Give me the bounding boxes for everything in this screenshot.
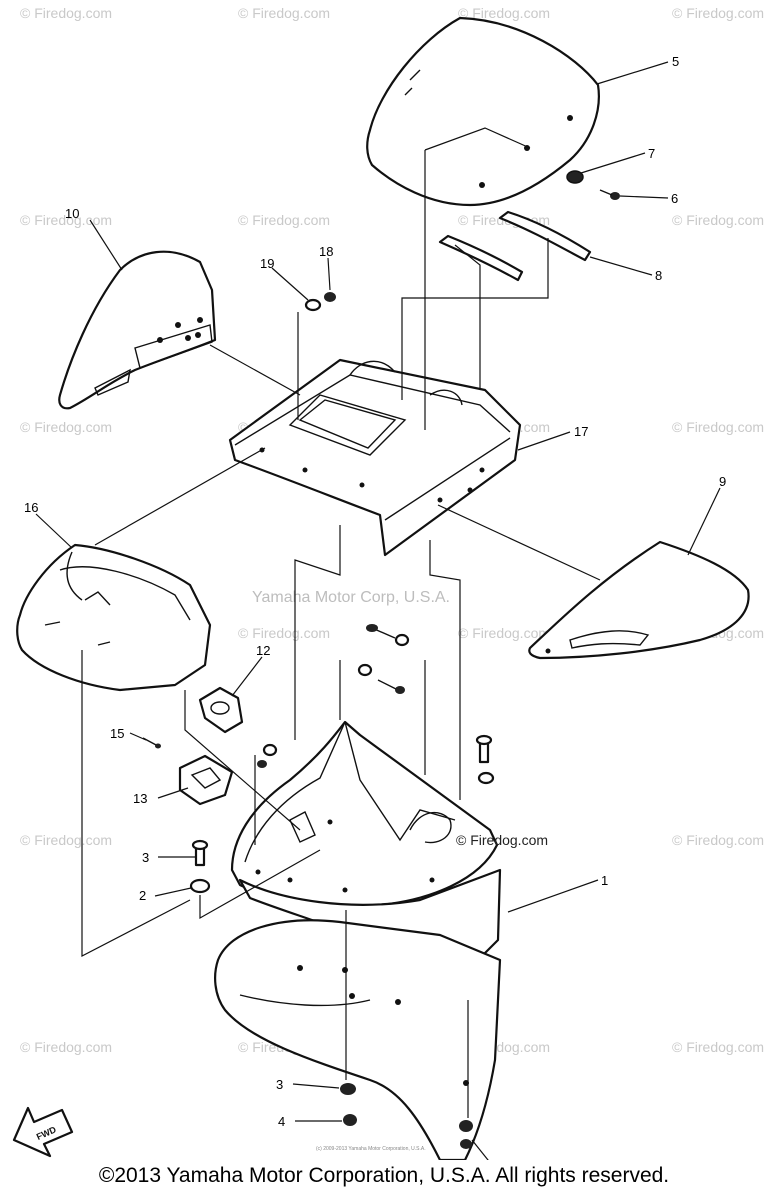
watermark: © Firedog.com [238,5,330,21]
part-2-washer [189,878,211,894]
part-12-bezel [198,686,244,734]
watermark: © Firedog.com [20,5,112,21]
part-9-right-cover [528,540,750,660]
callout-5: 5 [672,54,679,69]
watermark-inline: © Firedog.com [456,832,548,848]
part-18-nut [324,292,336,302]
callout-4: 4 [278,1114,285,1129]
callout-2: 2 [139,888,146,903]
callout-12: 12 [256,643,270,658]
forward-direction-arrow: FWD [12,1106,74,1158]
callout-15: 15 [110,726,124,741]
watermark: © Firedog.com [458,5,550,21]
lower-base-plate [214,919,502,1160]
callout-leaders [35,61,721,1160]
callout-18: 18 [319,244,333,259]
watermark: © Firedog.com [672,5,764,21]
callout-3-lower: 3 [276,1077,283,1092]
watermark: © Firedog.com [672,212,764,228]
part-19-washer [304,298,322,312]
assembly-guide-lines [81,127,601,1118]
callout-6: 6 [671,191,678,206]
part-5-top-cover [366,16,600,207]
part-6-screw [599,189,620,200]
callout-labels: 1 2 3 3 4 5 6 7 8 9 10 12 13 15 16 17 18… [24,54,726,1129]
watermark: © Firedog.com [458,625,550,641]
part-7-grommet [566,170,584,184]
watermark: © Firedog.com [238,212,330,228]
watermark: © Firedog.com [238,625,330,641]
part-3-washer-bottom [340,1083,356,1095]
watermark: © Firedog.com [672,1039,764,1055]
fine-print: (c) 2009-2013 Yamaha Motor Corporation, … [316,1146,426,1152]
part-17-deck-housing [228,358,522,557]
copyright-notice: ©2013 Yamaha Motor Corporation, U.S.A. A… [98,1164,670,1187]
part-4-nut-bottom [343,1114,473,1149]
part-3-bolt [191,839,209,867]
part-16-front-cover [16,543,212,692]
callout-16: 16 [24,500,38,515]
callout-17: 17 [574,424,588,439]
callout-9: 9 [719,474,726,489]
callout-3: 3 [142,850,149,865]
part-13-plate [178,754,234,806]
credit-text: Yamaha Motor Corp, U.S.A. [252,589,450,606]
callout-13: 13 [133,791,147,806]
watermark: © Firedog.com [20,832,112,848]
callout-7: 7 [648,146,655,161]
callout-1: 1 [601,873,608,888]
exploded-view-drawing: © Firedog.com © Firedog.com © Firedog.co… [12,5,764,1160]
watermark-layer: © Firedog.com © Firedog.com © Firedog.co… [20,5,764,1055]
watermark: © Firedog.com [672,832,764,848]
part-8-seal-strip [438,210,592,282]
callout-19: 19 [260,256,274,271]
callout-8: 8 [655,268,662,283]
bolt-set-upper [257,624,410,768]
watermark: © Firedog.com [672,419,764,435]
bolt-set-right [475,734,495,785]
callout-10: 10 [65,206,79,221]
watermark: © Firedog.com [20,419,112,435]
watermark: © Firedog.com [20,212,112,228]
part-10-left-cover [58,250,217,410]
watermark: © Firedog.com [20,1039,112,1055]
